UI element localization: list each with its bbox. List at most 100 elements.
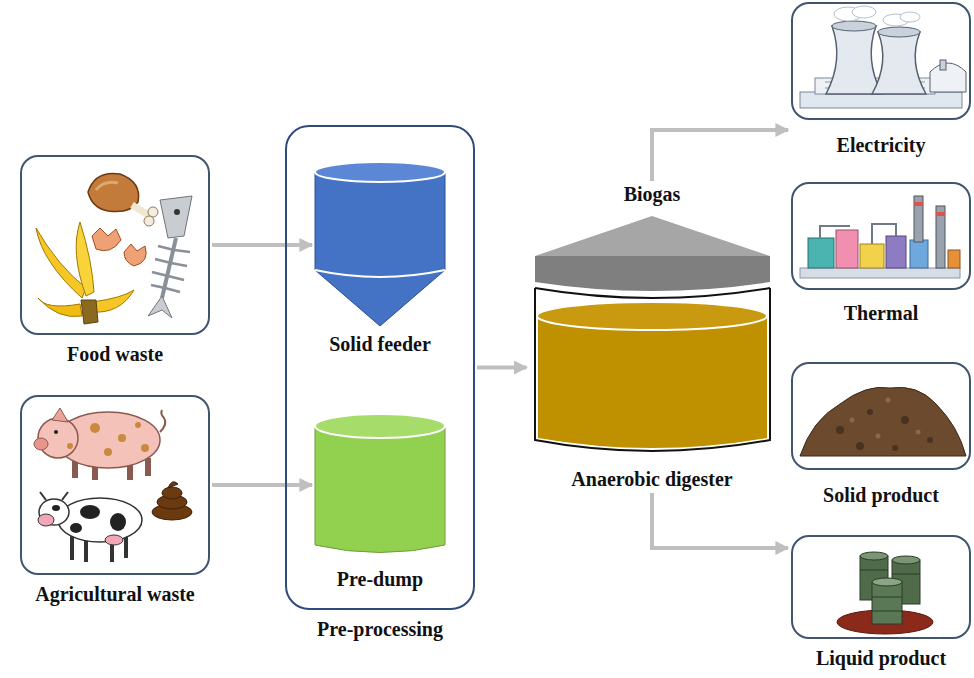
food-waste-picture-part [38,298,82,317]
output-box: Thermal [791,182,971,325]
drawing-part-part [850,418,855,423]
digester-unit: BiogasAnaerobic digester [530,183,775,491]
food-waste-picture-part [124,244,146,266]
barrels-picture-part [892,556,920,564]
solid-feeder-hopper-part [315,162,445,182]
pre-dump-tank-part [315,426,445,553]
barrels-picture-part [872,582,902,624]
node-label: Electricity [837,134,926,157]
drawing-part [834,6,920,26]
drawing-part-part [67,443,73,449]
drawing-part-part [171,263,187,266]
node-label: Solid feeder [329,333,431,356]
anaerobic-digester-tank-part [535,288,770,451]
agricultural-waste-picture-part [54,430,58,434]
drawing-part-part [162,487,182,499]
power-plant-picture-part [930,63,966,92]
drawing-part-part [168,482,178,488]
food-waste-picture-part [76,222,94,296]
power-plant-picture-part [832,21,876,31]
output-box: Electricity [791,2,971,157]
node-label: Agricultural waste [35,583,194,606]
solid-feeder-hopper [315,162,445,326]
drawing-part-part [860,570,888,571]
anaerobic-digester-tank-part [535,216,770,256]
node-label: Solid product [823,484,939,507]
power-plant-picture-part [940,60,946,70]
node-label: Liquid product [816,647,946,670]
drawing-part [152,482,192,520]
drawing-part-part [90,423,100,433]
drawing-part [52,505,126,533]
node-label: Anaerobic digester [571,468,732,491]
solid-feeder-hopper-part [315,270,445,277]
anaerobic-digester-tank [535,216,770,451]
drawing-part-part [152,272,168,276]
thermal-plant-picture-part [914,196,923,242]
node-frame [285,125,475,610]
drawing-part-part [168,276,184,280]
agricultural-waste-picture-part [40,492,68,500]
thermal-plant-picture-part [800,268,960,278]
drawing-part-part [110,513,126,531]
drawing-part [67,422,149,456]
food-waste-picture-part [92,290,134,312]
anaerobic-digester-tank-part [535,256,770,291]
food-waste-picture-part [88,173,139,211]
drawing-part-part [900,12,920,22]
drawing-part-part [141,444,149,452]
node-label: Pre-processing [317,618,443,641]
food-waste-picture-part [96,182,118,190]
thermal-plant-picture-part [836,230,858,268]
flow-arrow [477,366,527,370]
food-waste-picture-part [174,209,180,215]
agricultural-waste-picture-part [145,458,151,476]
agricultural-waste-picture [34,408,192,562]
drawing-part-part [174,250,190,252]
drawing-part-part [135,422,141,428]
food-waste-picture-part [148,207,158,217]
drawing-part-part [70,523,82,533]
food-waste-picture-part [132,205,150,216]
node-label: Food waste [67,343,163,366]
drawing-part-part [886,398,891,403]
thermal-plant-picture-part [948,250,960,268]
node-label: Biogas [624,183,681,206]
food-waste-picture [36,173,192,324]
soil-pile-picture-part [800,387,966,456]
pre-dump-tank [315,414,445,553]
node-frame [791,362,971,470]
food-waste-picture-part [160,196,192,238]
waste-source-box: Food waste [20,155,210,366]
drawing-part-part [936,212,945,216]
anaerobic-digester-tank-part [537,302,767,330]
anaerobic-digester-tank-part [538,316,767,448]
node-frame [20,155,210,335]
drawing-part-part [872,597,902,598]
drawing-part-part [867,409,873,415]
flow-arrow [212,243,312,247]
thermal-plant-picture-part [886,236,906,268]
feeder-unit: Solid feeder [315,160,445,356]
drawing-part-part [872,611,902,612]
node-frame [20,395,210,575]
drawing-part-part [914,202,923,206]
food-waste-picture-part [92,228,121,251]
thermal-plant-picture-part [808,238,834,268]
node-label: Pre-dump [337,568,423,591]
drawing-part-part [927,437,933,443]
food-waste-picture-part [144,216,154,226]
drawing-part [914,202,945,216]
thermal-plant-picture-part [860,244,884,268]
drawing-part-part [901,416,909,424]
agricultural-waste-picture-part [34,438,48,450]
drawing-part-part [165,288,180,292]
drawing-part-part [104,448,112,456]
drawing-part-part [151,285,165,288]
flow-arrow [652,130,788,181]
flow-arrow [652,493,788,548]
drawing-part-part [892,574,920,575]
